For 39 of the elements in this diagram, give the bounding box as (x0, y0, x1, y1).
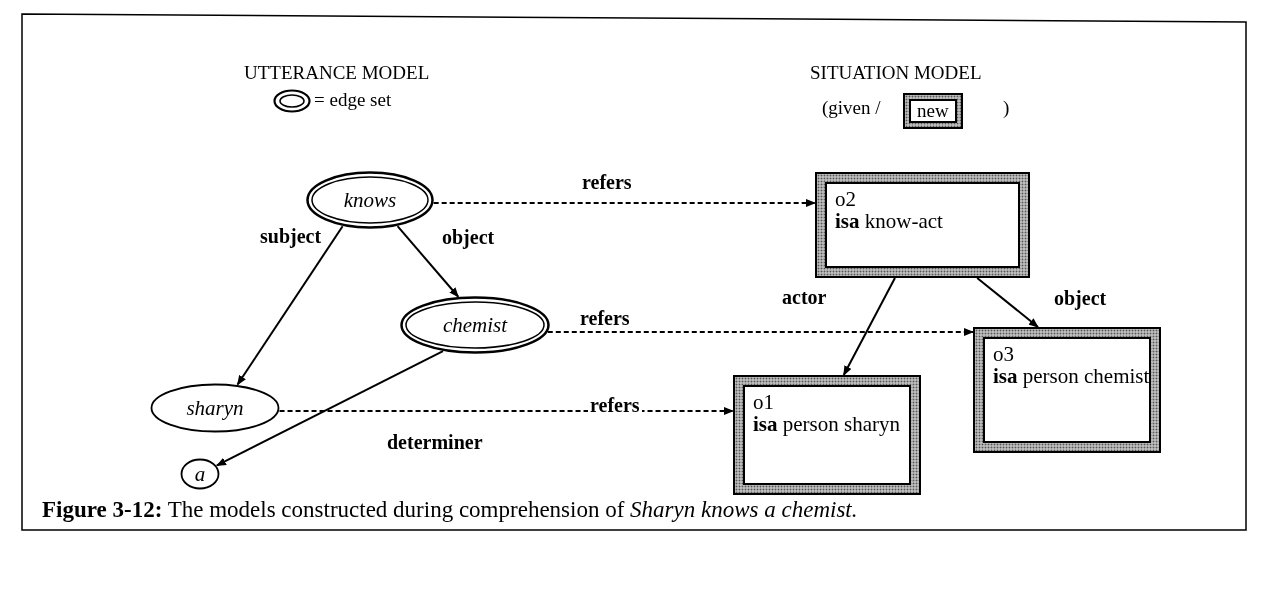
new-object-box (973, 327, 1161, 453)
legend-text: = edge set (314, 89, 392, 111)
arrow (396, 225, 460, 298)
new-object-box (733, 375, 921, 495)
node-label: chemist (442, 312, 508, 338)
node-label: sharyn (186, 395, 244, 421)
edge-label: object (1052, 288, 1109, 308)
edge-label: refers (578, 308, 632, 328)
edge-label: subject (258, 226, 324, 246)
edge-label: refers (580, 172, 634, 192)
legend-text: ) (1003, 97, 1010, 119)
object-id: o2 (835, 188, 857, 211)
edge-label: object (440, 227, 497, 247)
arrow (215, 350, 444, 467)
edge-set-ellipse (400, 296, 550, 354)
attribute-text: isa know-act (835, 210, 944, 233)
legend-text: (given / (822, 97, 881, 119)
figure-caption: Figure 3-12: The models constructed during comprehension of Sharyn knows a chemist. (42, 497, 858, 523)
dashed-arrow (432, 199, 816, 207)
arrow (236, 225, 344, 386)
heading-text: UTTERANCE MODEL (244, 62, 430, 84)
dashed-arrow (546, 328, 974, 336)
heading-text: SITUATION MODEL (810, 62, 982, 84)
dashed-arrow (278, 407, 734, 415)
word-ellipse (180, 458, 220, 490)
attribute-text: isa person sharyn (753, 413, 901, 436)
legend-text: new (909, 99, 957, 123)
node-label: a (194, 461, 206, 487)
object-id: o3 (993, 343, 1015, 366)
node-label: knows (343, 187, 397, 213)
word-ellipse (150, 383, 280, 433)
arrow (976, 277, 1039, 328)
edge-label: refers (588, 395, 642, 415)
arrow (842, 277, 896, 376)
attribute-text: isa person chemist (993, 365, 1151, 388)
new-object-box (815, 172, 1030, 278)
edge-set-ellipse (306, 171, 434, 229)
object-id: o1 (753, 391, 775, 414)
edge-label: determiner (385, 432, 485, 452)
